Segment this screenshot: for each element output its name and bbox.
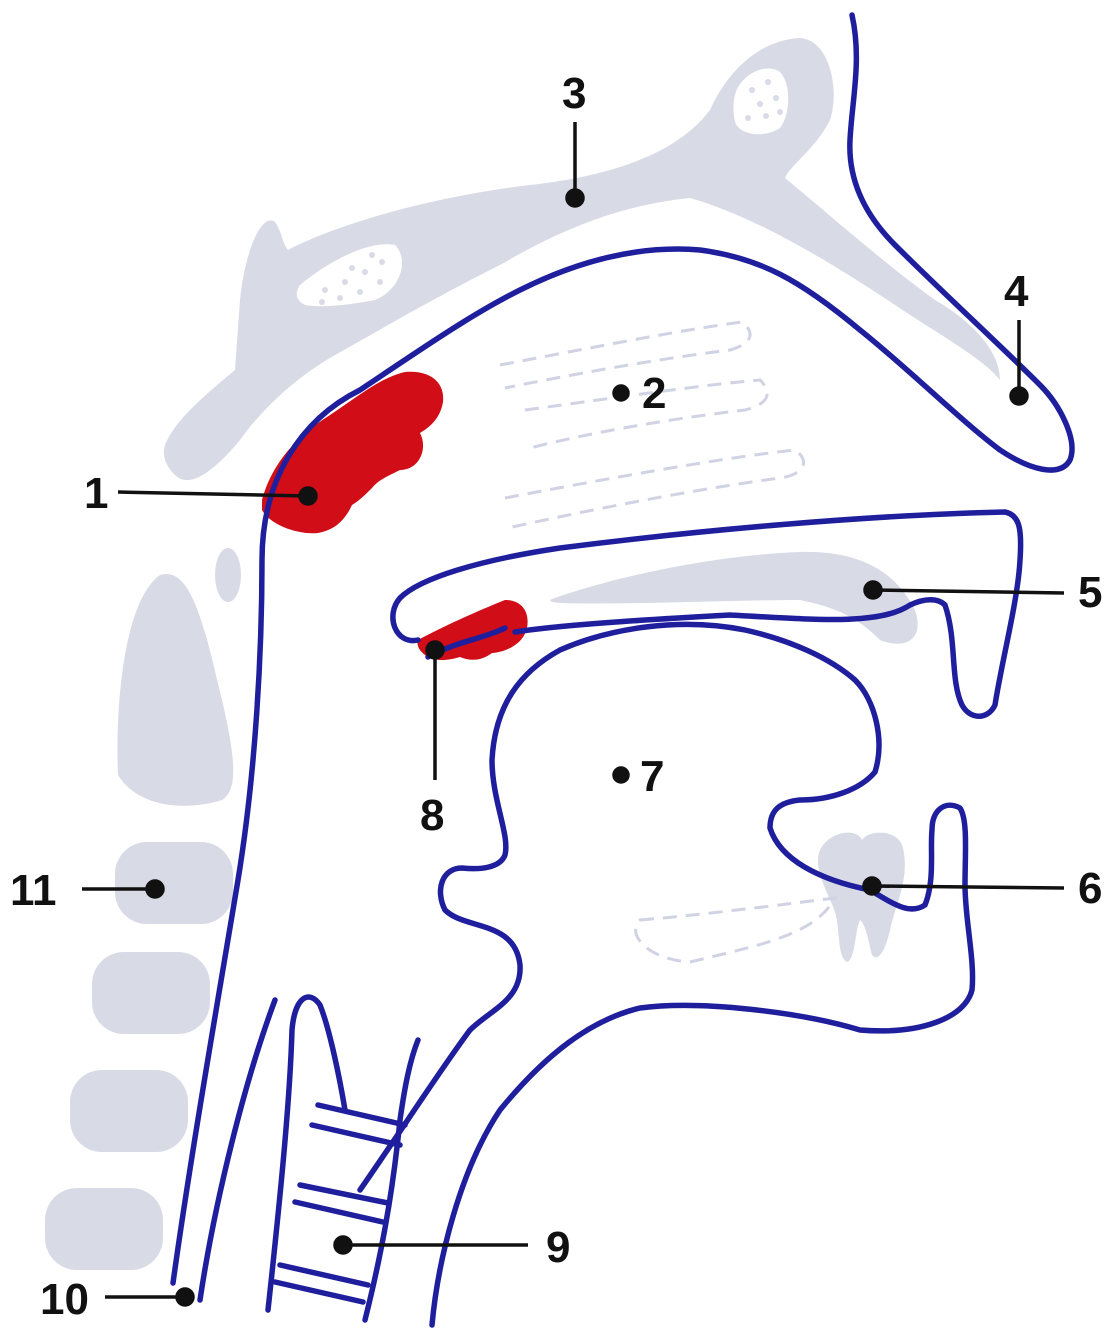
trachea-ring-1 [318, 1105, 405, 1125]
vertebra-c5 [45, 1188, 163, 1270]
label-4: 4 [1004, 267, 1029, 316]
leader-dot-11 [147, 881, 163, 897]
leader-dot-8 [427, 642, 443, 658]
leader-dot-3 [567, 190, 583, 206]
trachea-front-outline [365, 1040, 418, 1320]
vertebra-c3 [92, 952, 210, 1034]
trachea-ring-3 [300, 1185, 388, 1203]
trachea-ring-6 [275, 1282, 363, 1302]
leader-dot-2 [614, 386, 628, 400]
label-3: 3 [562, 69, 586, 118]
leader-dot-9 [335, 1237, 351, 1253]
trachea-ring-5 [280, 1265, 368, 1285]
tongue-body-outline [360, 624, 973, 1325]
airway-outlines [173, 15, 1072, 1325]
leader-dot-6 [864, 878, 880, 894]
label-7: 7 [640, 752, 664, 801]
trachea-ring-2 [312, 1125, 400, 1145]
label-10: 10 [40, 1275, 89, 1324]
label-6: 6 [1078, 864, 1102, 913]
leader-dot-1 [300, 488, 316, 504]
label-2: 2 [642, 369, 666, 418]
vertebra-c4 [70, 1070, 188, 1152]
vertebra-small-process [215, 548, 241, 602]
leader-line-6 [872, 886, 1064, 888]
trachea-ring-4 [295, 1202, 383, 1222]
vertebra-c2 [115, 842, 233, 924]
label-9: 9 [546, 1223, 570, 1272]
leader-dot-4 [1011, 388, 1027, 404]
leader-dot-10 [177, 1289, 193, 1305]
leader-dot-7 [614, 768, 628, 782]
label-11: 11 [10, 866, 57, 915]
leader-dot-5 [865, 582, 881, 598]
label-8: 8 [420, 791, 444, 840]
label-5: 5 [1078, 568, 1102, 617]
label-1: 1 [84, 469, 108, 518]
vertebra-upper-body [117, 574, 233, 806]
